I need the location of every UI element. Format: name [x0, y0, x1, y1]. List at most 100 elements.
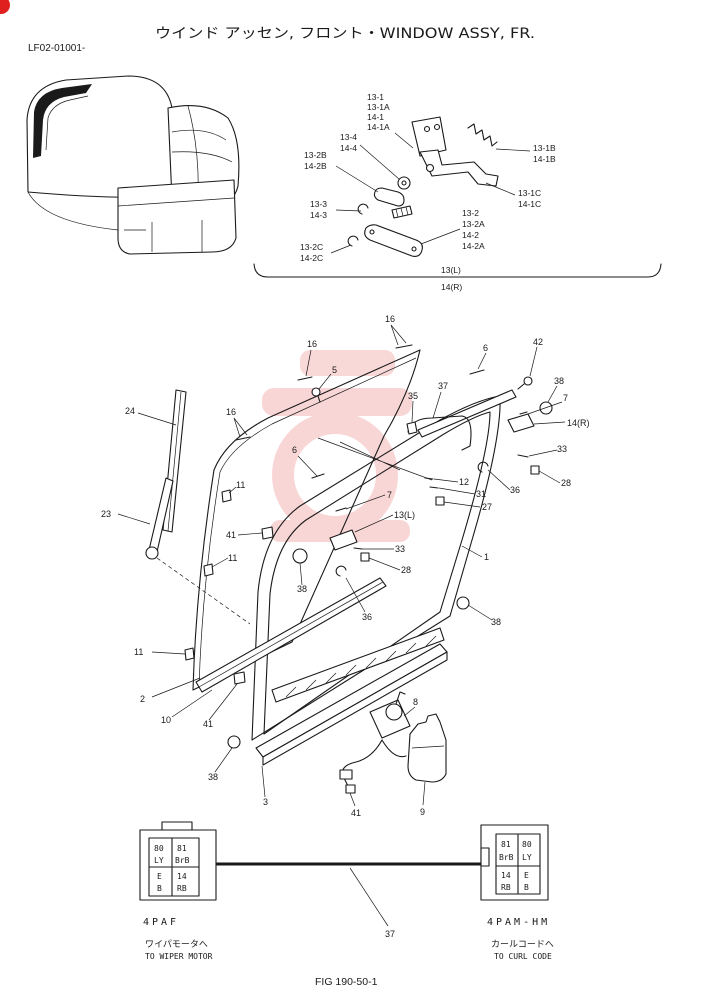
link-plate-lower: [364, 224, 423, 257]
callout-label: 41: [226, 530, 236, 540]
connector-left-destination-jp: ワイパモータへ: [145, 939, 208, 950]
callout-label: 28: [401, 565, 411, 575]
inset-label: 14-1B: [533, 154, 556, 164]
seal-rod: [235, 344, 485, 479]
callout-label: 12: [459, 477, 469, 487]
inset-brace: [253, 263, 662, 278]
inset-label: 14-2B: [304, 161, 327, 171]
wiper-motor: [369, 691, 411, 739]
page-title: ウインド アッセン, フロント・WINDOW ASSY, FR.: [155, 26, 535, 42]
callout-label: 36: [362, 612, 372, 622]
cable-clamp: [233, 526, 274, 685]
callout-label: 42: [533, 337, 543, 347]
wiper-blade-rubber: [167, 391, 182, 532]
lower-housing-detail: [117, 197, 235, 252]
connector-right-housing: [480, 824, 549, 901]
callout-label: 33: [557, 444, 567, 454]
pin-label: 80: [522, 840, 532, 849]
glass-clip: [184, 489, 232, 661]
pin-label: RB: [501, 883, 511, 892]
callout-label: 36: [510, 485, 520, 495]
callout-label: 16: [307, 339, 317, 349]
hinge-pin-thread: [395, 206, 409, 218]
front-glass-panel: [192, 349, 421, 691]
callout-label: 37: [438, 381, 448, 391]
hinge-left: [329, 529, 358, 551]
callout-label: 11: [134, 647, 143, 657]
hinge-arm: [419, 149, 499, 187]
link-plate-hole: [411, 246, 417, 252]
callout-label: 38: [208, 772, 218, 782]
wiper-pivot: [145, 546, 159, 560]
lower-window-track-hatch: [285, 635, 437, 698]
inset-label: 13-1C: [518, 188, 541, 198]
callout-label: 27: [482, 502, 492, 512]
window-frame-outer: [251, 395, 501, 741]
window-frame-inner: [263, 411, 491, 735]
bottom-sill-rail-face: [262, 651, 448, 766]
callout-label: 38: [554, 376, 564, 386]
window-assembly: [117, 324, 566, 807]
connector-left: 80 81 LY BrB E 14 B RB: [139, 821, 217, 901]
connector-left-dividers: [148, 837, 200, 897]
pin-label: 14: [501, 871, 511, 880]
callout-label: 6: [292, 445, 297, 455]
inset-label: 14(R): [441, 282, 462, 292]
inset-label: 14-2A: [462, 241, 485, 251]
lower-housing: [117, 179, 237, 255]
pin-label: 81: [177, 844, 187, 853]
inset-label: 13-1A: [367, 102, 390, 112]
callout-label: 38: [297, 584, 307, 594]
inset-label: 14-1: [367, 112, 384, 122]
retaining-clip: [335, 461, 489, 577]
callout-label: 1: [484, 552, 489, 562]
harness-plug: [339, 769, 353, 780]
washer-tank: [407, 713, 447, 783]
cab-window: [33, 84, 92, 158]
pin-label: B: [157, 884, 162, 893]
connector-right-destination-jp: カールコードへ: [491, 939, 554, 950]
retaining-clip-upper: [357, 203, 369, 215]
callout-label: 16: [385, 314, 395, 324]
figure-number: FIG 190-50-1: [315, 976, 378, 988]
callout-labels: 16 16 6 42 5 38 37 35 7 24 16 14(R) 33 6…: [101, 314, 590, 818]
inset-label: 13-4: [340, 132, 357, 142]
inset-label: 14-4: [340, 143, 357, 153]
hinge-right: [507, 413, 535, 433]
callout-label: 7: [563, 393, 568, 403]
lower-glass-rail-channel: [198, 581, 384, 688]
inset-label: 13-2C: [300, 242, 323, 252]
cab-dome: [26, 75, 175, 198]
connector-right-name: 4PAM-HM: [487, 917, 550, 928]
watermark-ring: [272, 412, 398, 538]
rubber-stopper: [292, 548, 308, 564]
bracket-hole: [423, 125, 431, 133]
callout-label: 41: [203, 719, 213, 729]
hinge-bracket-plate: [411, 116, 447, 157]
inset-leader-lines: [330, 132, 531, 254]
harness-leader-line: [349, 867, 389, 927]
callout-label: 5: [332, 365, 337, 375]
connector-left-housing: [139, 829, 217, 901]
inset-label: 14-2C: [300, 253, 323, 263]
pin-label: RB: [177, 884, 187, 893]
callout-label: 7: [387, 490, 392, 500]
lower-window-track: [271, 627, 445, 703]
clip: [406, 421, 418, 435]
connector-left-destination-en: TO WIPER MOTOR: [145, 952, 213, 961]
pin-label: E: [524, 871, 529, 880]
callout-label: 8: [413, 697, 418, 707]
pin-label: B: [524, 883, 529, 892]
main-leader-lines: [117, 324, 566, 807]
hinge-washer-hole: [401, 180, 407, 186]
pin: [335, 411, 529, 550]
washer-tank-detail: [411, 745, 445, 749]
pin-label: BrB: [175, 856, 190, 865]
small-hardware: [184, 344, 553, 749]
callout-label: 33: [395, 544, 405, 554]
pin-label: LY: [522, 853, 532, 862]
screw: [360, 465, 540, 562]
hinge-inset: [253, 116, 662, 278]
